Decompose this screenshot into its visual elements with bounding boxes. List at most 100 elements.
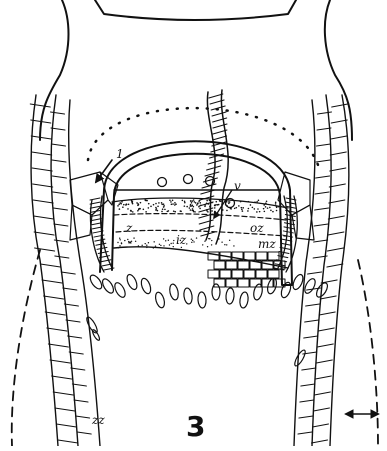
tube-striation: [199, 220, 213, 224]
stipple-dot: [123, 204, 125, 206]
wall-cell: [321, 280, 337, 283]
wall-cell: [74, 400, 88, 402]
palisade-cell: [90, 198, 100, 200]
stipple-dot: [195, 202, 197, 204]
stipple-dot: [275, 201, 277, 203]
stipple-dot: [190, 209, 192, 211]
stipple-dot: [257, 208, 259, 210]
wall-cell: [330, 168, 346, 171]
stipple-dot: [163, 245, 164, 246]
reticulum-cell: [220, 270, 231, 278]
wall-cell: [32, 152, 52, 155]
stipple-dot: [198, 200, 200, 202]
stipple-dot: [192, 208, 194, 210]
tube-striation: [212, 112, 226, 116]
stipple-dot: [170, 243, 171, 244]
wall-cell: [30, 104, 50, 107]
wall-cell: [329, 200, 345, 203]
wall-cell: [331, 136, 347, 139]
wall-cell: [319, 312, 335, 315]
label-mz: mz: [258, 237, 276, 251]
stipple-dot: [192, 240, 193, 241]
wall-cell: [313, 408, 329, 411]
stipple-dot: [206, 200, 208, 202]
stipple-dot: [221, 241, 222, 242]
wall-cell: [312, 440, 328, 443]
wall-cell: [316, 160, 330, 162]
wall-cell: [52, 160, 66, 162]
stipple-dot: [155, 203, 157, 205]
stipple-dot: [226, 205, 228, 207]
label-v: v: [234, 179, 241, 193]
wall-cell: [306, 304, 320, 306]
wall-cell: [300, 400, 314, 402]
stipple-dot: [265, 206, 267, 208]
stipple-dot: [172, 200, 174, 202]
wall-cell: [56, 424, 76, 427]
stipple-dot: [119, 238, 120, 239]
stipple-dot: [211, 240, 212, 241]
tube-striation: [202, 184, 216, 188]
tube-striation: [211, 148, 225, 152]
stipple-dot: [189, 207, 191, 209]
fringe-cell: [183, 288, 193, 305]
body-outline: [40, 0, 352, 140]
wall-cell: [44, 296, 64, 299]
wall-cell: [40, 264, 60, 267]
wall-cell: [34, 216, 54, 219]
stipple-dot: [168, 240, 169, 241]
wall-cell: [317, 112, 331, 114]
fringe-cell: [154, 291, 166, 309]
wall-cell: [318, 328, 334, 331]
stipple-dot: [119, 245, 120, 246]
stipple-dot: [119, 208, 121, 210]
stipple-dot: [184, 202, 186, 204]
stipple-dot: [254, 201, 256, 203]
stipple-dot: [211, 244, 212, 245]
stipple-dot: [218, 204, 220, 206]
stipple-dot: [248, 201, 250, 203]
stipple-dot: [133, 237, 134, 238]
reticulum-cell: [232, 270, 243, 278]
stipple-dot: [191, 238, 192, 239]
stipple-dot: [247, 210, 249, 212]
stipple-dot: [153, 241, 154, 242]
label-arrow-1: 1: [116, 147, 124, 161]
stipple-dot: [202, 244, 203, 245]
wall-cell: [52, 176, 66, 178]
central-chamber: [100, 141, 292, 287]
wall-cell: [315, 208, 329, 210]
stipple-dot: [211, 210, 213, 212]
stipple-dot: [161, 202, 163, 204]
stipple-dot: [276, 210, 278, 212]
reticulum-cell: [214, 279, 225, 287]
stipple-dot: [214, 211, 216, 213]
wall-cell: [52, 376, 72, 379]
wall-cell: [330, 152, 346, 155]
wall-cell: [32, 168, 52, 171]
fringe-cell: [252, 283, 263, 300]
wall-cell: [328, 216, 344, 219]
tube-striation: [207, 166, 221, 170]
wall-cell: [34, 232, 54, 235]
stipple-dot: [192, 204, 194, 206]
stipple-dot: [143, 208, 145, 210]
stipple-dot: [126, 203, 128, 205]
stipple-dot: [269, 207, 271, 209]
fringe-cell: [125, 273, 139, 291]
stipple-dot: [170, 201, 172, 203]
reticulum-cell: [256, 270, 267, 278]
stipple-dot: [155, 207, 157, 209]
stipple-dot: [214, 205, 216, 207]
stipple-dot: [204, 206, 206, 208]
wall-cell: [314, 240, 328, 242]
fringe-cell: [168, 283, 179, 300]
stipple-dot: [131, 241, 132, 242]
stipple-dot: [135, 241, 136, 242]
stipple-dot: [148, 203, 150, 205]
stipple-dot: [163, 203, 165, 205]
stipple-dot: [130, 210, 132, 212]
stipple-dot: [128, 242, 129, 243]
wall-cell: [317, 344, 333, 347]
wall-cell: [316, 360, 332, 363]
